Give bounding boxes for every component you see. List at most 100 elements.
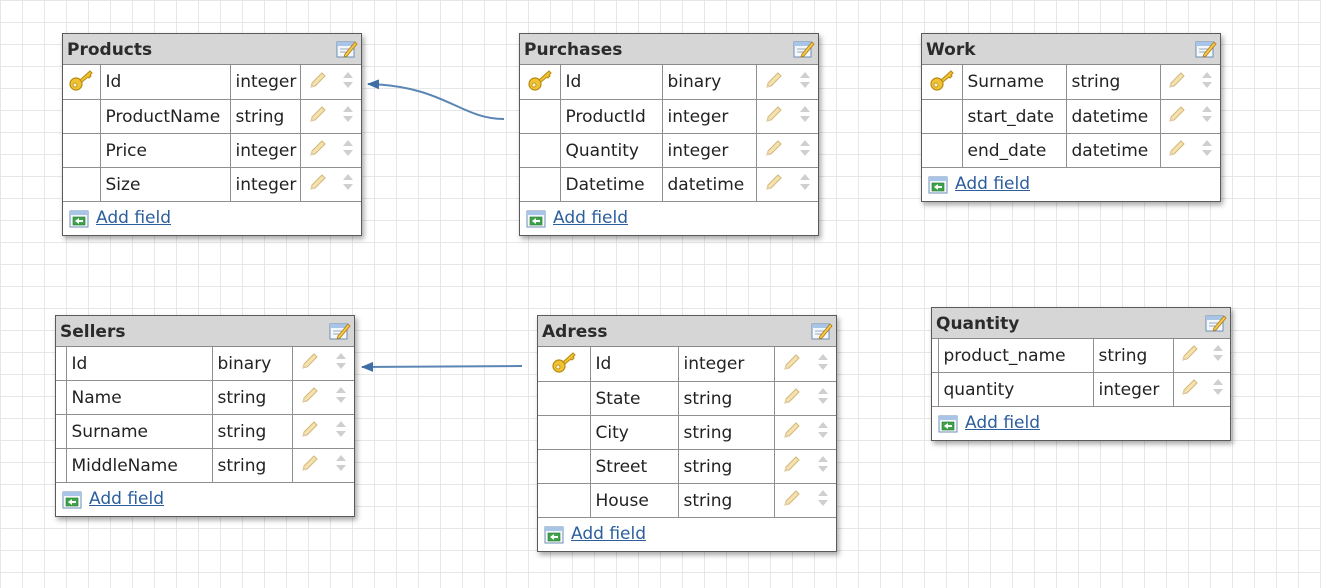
key-cell [520, 133, 561, 168]
edit-field-pencil-icon[interactable] [764, 138, 784, 163]
table-header[interactable]: Work [922, 34, 1220, 65]
add-field-icon[interactable] [62, 491, 82, 509]
edit-table-icon[interactable] [793, 39, 815, 59]
reorder-field-arrows-icon[interactable] [799, 138, 811, 163]
table-header[interactable]: Sellers [56, 316, 354, 347]
edit-table-icon[interactable] [811, 321, 833, 341]
table-header[interactable]: Purchases [520, 34, 818, 65]
reorder-field-arrows-icon[interactable] [799, 104, 811, 129]
edit-field-pencil-icon[interactable] [782, 352, 802, 377]
edit-field-pencil-icon[interactable] [300, 453, 320, 478]
edit-field-pencil-icon[interactable] [308, 138, 328, 163]
add-field-icon[interactable] [69, 210, 89, 228]
add-field-icon[interactable] [544, 526, 564, 544]
add-field-icon[interactable] [928, 176, 948, 194]
edit-field-pencil-icon[interactable] [308, 172, 328, 197]
edit-field-pencil-icon[interactable] [1180, 343, 1200, 368]
edit-table-icon[interactable] [336, 39, 358, 59]
edit-field-pencil-icon[interactable] [300, 419, 320, 444]
relation-purchases-to-products[interactable] [367, 79, 505, 120]
edit-field-pencil-icon[interactable] [1180, 377, 1200, 402]
edit-field-pencil-icon[interactable] [1167, 104, 1187, 129]
reorder-field-arrows-icon[interactable] [1212, 377, 1224, 402]
add-field-link[interactable]: Add field [96, 208, 171, 228]
reorder-field-arrows-icon[interactable] [799, 172, 811, 197]
edit-field-pencil-icon[interactable] [782, 454, 802, 479]
reorder-field-arrows-icon[interactable] [1201, 138, 1213, 163]
reorder-field-arrows-icon[interactable] [335, 419, 347, 444]
edit-field-pencil-icon[interactable] [300, 351, 320, 376]
edit-field-pencil-icon[interactable] [782, 420, 802, 445]
reorder-field-arrows-icon[interactable] [817, 420, 829, 445]
edit-table-icon[interactable] [329, 321, 351, 341]
reorder-field-arrows-icon[interactable] [335, 351, 347, 376]
edit-field-pencil-icon[interactable] [308, 104, 328, 129]
add-field-link[interactable]: Add field [89, 489, 164, 509]
edit-field-pencil-icon[interactable] [782, 386, 802, 411]
edit-field-pencil-icon[interactable] [764, 70, 784, 95]
add-field-icon[interactable] [938, 415, 958, 433]
edit-table-icon[interactable] [1205, 313, 1227, 333]
reorder-field-arrows-icon[interactable] [817, 454, 829, 479]
table-header[interactable]: Quantity [932, 308, 1230, 339]
reorder-field-arrows-icon[interactable] [342, 70, 354, 95]
edit-field-pencil-icon[interactable] [308, 70, 328, 95]
table-header[interactable]: Adress [538, 316, 836, 347]
edit-field-pencil-icon[interactable] [764, 172, 784, 197]
edit-field-pencil-icon[interactable] [300, 385, 320, 410]
add-field-link[interactable]: Add field [553, 208, 628, 228]
reorder-field-arrows-icon[interactable] [335, 453, 347, 478]
table-header[interactable]: Products [63, 34, 361, 65]
reorder-field-arrows-icon[interactable] [335, 385, 347, 410]
edit-field-pencil-icon[interactable] [782, 488, 802, 513]
add-field-link[interactable]: Add field [965, 413, 1040, 433]
reorder-field-arrows-icon[interactable] [342, 104, 354, 129]
edit-field-pencil-icon[interactable] [1167, 138, 1187, 163]
add-field-link[interactable]: Add field [955, 174, 1030, 194]
reorder-field-arrows-icon[interactable] [1212, 343, 1224, 368]
reorder-field-arrows-icon[interactable] [342, 138, 354, 163]
reorder-field-arrows-icon[interactable] [1201, 70, 1213, 95]
reorder-field-arrows-icon[interactable] [1201, 104, 1213, 129]
edit-field-pencil-icon[interactable] [1167, 70, 1187, 95]
reorder-field-arrows-icon[interactable] [817, 386, 829, 411]
add-field-link[interactable]: Add field [571, 524, 646, 544]
reorder-field-arrows-icon[interactable] [817, 488, 829, 513]
key-cell [922, 65, 963, 100]
reorder-field-arrows-icon[interactable] [817, 352, 829, 377]
edit-field-pencil-icon[interactable] [764, 104, 784, 129]
reorder-field-arrows-icon[interactable] [342, 172, 354, 197]
edit-table-icon[interactable] [1195, 39, 1217, 59]
relation-adress-to-sellers[interactable] [361, 361, 523, 372]
add-field-icon[interactable] [526, 210, 546, 228]
reorder-field-arrows-icon[interactable] [799, 70, 811, 95]
